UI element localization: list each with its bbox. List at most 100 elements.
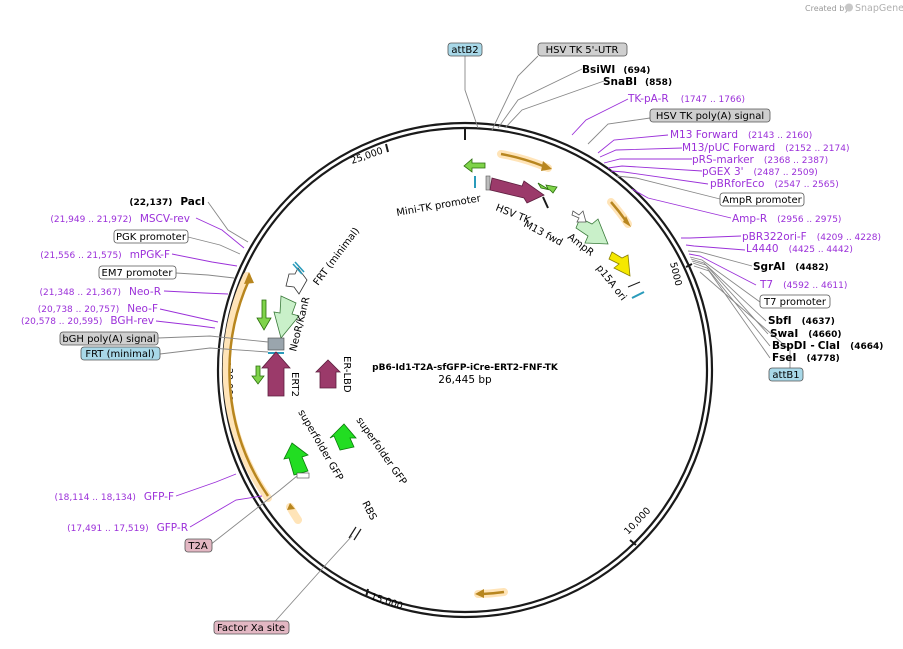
snapgene-logo-icon [845, 3, 853, 12]
site-fsei[interactable]: FseI(4778) [772, 352, 840, 364]
line-pgex [607, 165, 703, 172]
primer-pbrforeco[interactable]: pBRforEco(2547 .. 2565) [710, 178, 839, 190]
p15a-ori-arrow[interactable] [608, 251, 631, 277]
line-bspdi [692, 262, 771, 347]
line-sgrai [687, 250, 753, 267]
green-small-arrow-right-top[interactable] [537, 182, 558, 194]
box-frt-minimal[interactable]: FRT (minimal) [80, 346, 161, 361]
feature-label-ert2: ERT2 [289, 372, 300, 397]
ert2-arrow[interactable] [261, 351, 291, 397]
primer-pgex[interactable]: pGEX 3'(2487 .. 2509) [702, 166, 818, 178]
site-bsiwi[interactable]: BsiWI(694) [582, 64, 650, 76]
feature-label-rbs: RBS [359, 499, 378, 522]
box-em7-promoter-text: EM7 promoter [102, 268, 174, 279]
tick-mark-5000 [685, 263, 693, 268]
ampr-arrow[interactable] [575, 217, 609, 245]
ampr-promoter-arrow[interactable] [571, 210, 587, 223]
primer-mpgk-f[interactable]: (21,556 .. 21,575)mPGK-F [40, 249, 170, 261]
line-l4440 [685, 244, 746, 251]
box-factor-xa-text: Factor Xa site [217, 623, 285, 634]
line-prs [603, 158, 692, 164]
primer-t7[interactable]: T7(4592 .. 4611) [759, 279, 847, 291]
tick-label-5000: 5000 [667, 261, 684, 287]
line-pbrfor [610, 170, 709, 185]
line-hsvutr [491, 55, 539, 131]
hsv-tk-arrow[interactable] [489, 177, 545, 204]
orange-arc-lower-left-head [287, 503, 295, 510]
line-attb1 [699, 271, 791, 370]
site-swai[interactable]: SwaI(4660) [770, 328, 842, 340]
box-factor-xa[interactable]: Factor Xa site [213, 620, 290, 635]
line-amprprom [616, 175, 721, 200]
line-mscv [195, 217, 245, 249]
site-snabi[interactable]: SnaBI(858) [603, 76, 672, 88]
orange-arc-bottom-head [475, 589, 484, 598]
feature-label-frt: FRT (minimal) [312, 226, 363, 288]
box-t7-promoter[interactable]: T7 promoter [759, 294, 831, 309]
box-t2a-text: T2A [187, 541, 207, 552]
feature-label-mini-tk: Mini-TK promoter [396, 193, 483, 219]
primer-l4440[interactable]: L4440(4425 .. 4442) [746, 243, 853, 255]
box-hsv-tk-polya-text: HSV TK poly(A) signal [656, 111, 764, 122]
primer-bgh-rev[interactable]: (20,578 .. 20,595)BGH-rev [21, 315, 154, 327]
site-sbfi[interactable]: SbfI(4637) [768, 315, 835, 327]
line-bgh [157, 335, 269, 343]
feature-label-erlbd: ER-LBD [341, 356, 352, 393]
box-hsv-tk-utr[interactable]: HSV TK 5'-UTR [537, 42, 628, 57]
primer-mscv-rev[interactable]: (21,949 .. 21,972)MSCV-rev [50, 213, 190, 225]
bgh-polya-mark[interactable] [267, 337, 285, 351]
site-sgrai[interactable]: SgrAI(4482) [753, 261, 829, 273]
box-pgk-promoter-text: PGK promoter [116, 232, 187, 243]
primer-m13-forward[interactable]: M13 Forward(2143 .. 2160) [670, 129, 812, 141]
green-small-arrow-left2[interactable] [251, 365, 265, 385]
box-attb1[interactable]: attB1 [768, 367, 804, 382]
orange-arc-left[interactable] [222, 272, 272, 502]
snapgene-brand-text: SnapGene [855, 3, 903, 14]
primer-neo-f[interactable]: (20,738 .. 20,757)Neo-F [38, 303, 158, 315]
box-hsv-tk-polya[interactable]: HSV TK poly(A) signal [649, 108, 771, 123]
primer-neo-r[interactable]: (21,348 .. 21,367)Neo-R [40, 286, 161, 298]
frt-minimal-arrow[interactable] [285, 267, 308, 295]
site-paci[interactable]: (22,137)PacI [129, 196, 205, 208]
neor-kanr-arrow[interactable] [273, 295, 300, 339]
primer-gfp-f[interactable]: (18,114 .. 18,134)GFP-F [54, 491, 174, 503]
feature-label-sfgfp-2: superfolder GFP [354, 415, 409, 487]
line-t7 [688, 253, 757, 286]
primer-m13-puc[interactable]: M13/pUC Forward(2152 .. 2174) [682, 142, 849, 154]
line-fsei [693, 265, 771, 359]
green-small-arrow-top[interactable] [463, 158, 486, 173]
primer-amp-r[interactable]: Amp-R(2956 .. 2975) [732, 213, 841, 225]
primer-prs-marker[interactable]: pRS-marker(2368 .. 2387) [692, 154, 828, 166]
box-attb2[interactable]: attB2 [447, 42, 483, 57]
box-ampr-promoter[interactable]: AmpR promoter [719, 192, 805, 207]
orange-arc-top-head [541, 161, 552, 171]
tick-mark-25000 [385, 143, 389, 153]
tick-label-10000: 10,000 [622, 506, 653, 538]
line-attb2 [464, 56, 479, 129]
site-bspdi-clai[interactable]: BspDI-ClaI(4664) [772, 340, 883, 352]
er-lbd-arrow[interactable] [315, 359, 341, 389]
box-t2a[interactable]: T2A [184, 538, 213, 553]
line-t7prom [689, 256, 761, 303]
ori-mark-teal [631, 291, 645, 299]
line-bghrev [155, 320, 216, 329]
sfgfp-arrow-1[interactable] [283, 442, 309, 476]
line-paci [207, 201, 249, 243]
box-pgk-promoter[interactable]: PGK promoter [113, 229, 189, 244]
primer-pbr322ori-f[interactable]: pBR322ori-F(4209 .. 4228) [742, 231, 881, 243]
box-bgh-polya[interactable]: bGH poly(A) signal [59, 331, 159, 346]
box-t7-promoter-text: T7 promoter [763, 297, 827, 308]
rbs-mark-1 [348, 526, 357, 539]
green-small-arrow-left[interactable] [256, 299, 272, 331]
box-em7-promoter[interactable]: EM7 promoter [98, 265, 177, 280]
mini-tk-promoter-mark[interactable] [485, 175, 491, 191]
tick-label-15000: 15,000 [369, 591, 404, 612]
created-by-text: Created by [805, 4, 849, 13]
line-neof [159, 308, 219, 323]
snapgene-logo[interactable]: SnapGene [845, 3, 903, 14]
primer-tk-pa-r[interactable]: TK-pA-R(1747 .. 1766) [627, 93, 745, 105]
sfgfp-arrow-2[interactable] [329, 423, 357, 451]
primer-gfp-r[interactable]: (17,491 .. 17,519)GFP-R [67, 522, 188, 534]
rbs-mark-2 [353, 528, 362, 541]
